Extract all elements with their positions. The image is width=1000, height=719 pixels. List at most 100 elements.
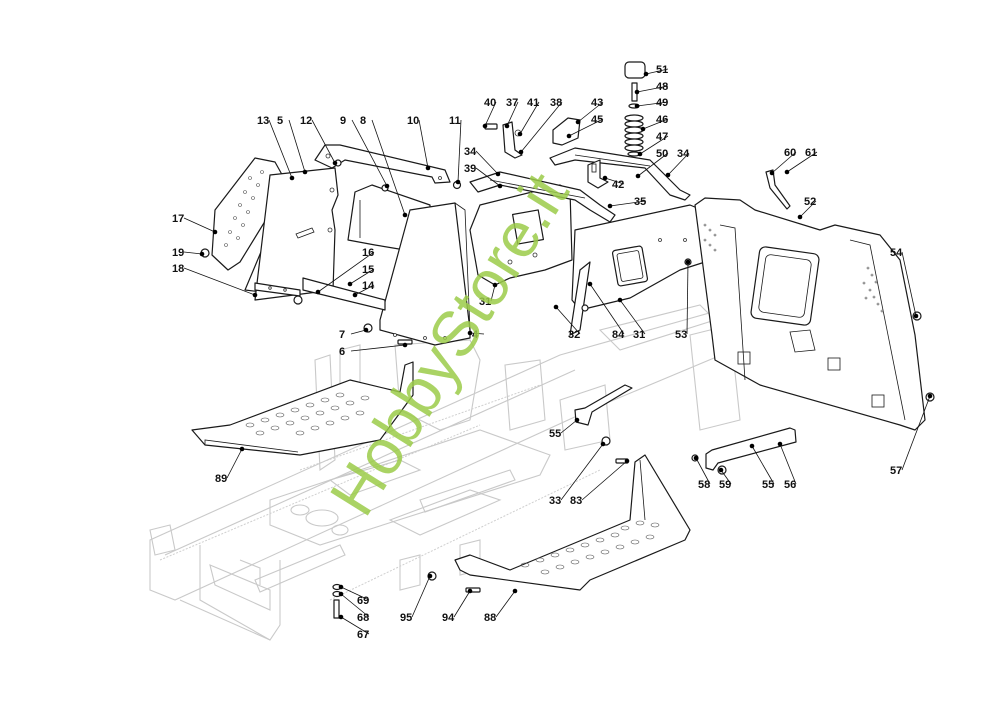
callout-label: 89 [215, 473, 227, 485]
leader-line [786, 151, 818, 173]
callout-label: 34 [464, 146, 477, 158]
anchor-dot [495, 171, 501, 177]
callout-68: 68 [338, 591, 370, 624]
anchor-dot [607, 203, 613, 209]
callout-label: 39 [464, 163, 476, 175]
anchor-dot [665, 172, 671, 178]
callout-label: 49 [656, 97, 668, 109]
callout-label: 68 [357, 612, 369, 624]
callout-label: 56 [784, 479, 796, 491]
callout-39: 39 [464, 163, 503, 189]
callout-54: 54 [890, 247, 919, 319]
callout-5: 5 [277, 115, 308, 175]
support-bracket-55-upper [574, 384, 633, 426]
callout-43: 43 [575, 97, 603, 125]
callout-12: 12 [300, 115, 338, 166]
callout-15: 15 [347, 264, 375, 287]
anchor-dot [338, 584, 344, 590]
leader-line [475, 150, 499, 175]
callout-59: 59 [718, 467, 732, 491]
anchor-dot [587, 281, 593, 287]
callout-35: 35 [607, 196, 646, 209]
support-bracket-55-lower [705, 427, 797, 471]
callout-label: 38 [550, 97, 562, 109]
leader-line [779, 443, 797, 485]
leader-line [351, 119, 388, 187]
callout-13: 13 [257, 115, 295, 181]
callout-label: 9 [340, 115, 346, 127]
callout-7: 7 [339, 327, 369, 341]
callout-label: 32 [568, 329, 580, 341]
callout-61: 61 [784, 147, 818, 175]
rear-panel-52 [694, 197, 926, 431]
callout-41: 41 [517, 97, 540, 137]
callout-label: 53 [675, 329, 687, 341]
callout-label: 34 [677, 148, 690, 160]
leader-line [686, 261, 689, 335]
leader-line [581, 460, 628, 501]
callout-14: 14 [352, 280, 375, 298]
callout-label: 51 [656, 64, 668, 76]
anchor-dot [427, 573, 433, 579]
anchor-dot [239, 446, 245, 452]
callout-57: 57 [890, 393, 933, 477]
callout-label: 31 [479, 296, 491, 308]
callout-31: 31 [617, 297, 646, 341]
callout-label: 4 [472, 329, 479, 341]
callout-50: 50 [635, 148, 668, 179]
callout-label: 59 [719, 479, 731, 491]
callout-32: 32 [553, 304, 581, 341]
callout-label: 45 [591, 114, 603, 126]
leader-line [183, 217, 216, 233]
callout-18: 18 [172, 263, 258, 298]
anchor-dot [685, 259, 691, 265]
side-plate-31-right [569, 204, 706, 336]
callout-42: 42 [602, 175, 624, 191]
leader-line [183, 251, 203, 255]
callout-89: 89 [215, 446, 245, 485]
callout-label: 55 [549, 428, 561, 440]
callout-88: 88 [484, 588, 518, 624]
leader-line [288, 119, 306, 173]
leader-line [475, 167, 501, 187]
callout-16: 16 [315, 247, 374, 295]
anchor-dot [640, 126, 646, 132]
leader-line [340, 616, 370, 635]
leader-line [589, 283, 625, 335]
callout-label: 5 [277, 115, 283, 127]
leader-line [354, 284, 375, 296]
leader-line [418, 119, 429, 169]
leader-line [636, 101, 669, 107]
callout-label: 6 [339, 346, 345, 358]
leader-line [349, 268, 375, 285]
callout-6: 6 [339, 342, 408, 358]
anchor-dot [332, 160, 338, 166]
anchor-dot [517, 131, 523, 137]
anchor-dot [718, 467, 724, 473]
leader-line [340, 586, 370, 601]
callout-55: 55 [549, 417, 580, 440]
anchor-dot [402, 342, 408, 348]
leader-line [495, 590, 516, 618]
leader-line [645, 68, 669, 75]
anchor-dot [634, 103, 640, 109]
anchor-dot [784, 169, 790, 175]
callout-label: 95 [400, 612, 412, 624]
leader-line [350, 344, 406, 352]
leader-line [560, 443, 604, 501]
callout-55: 55 [749, 443, 775, 491]
callout-label: 61 [805, 147, 817, 159]
callout-8: 8 [360, 115, 408, 218]
leader-line [799, 200, 817, 218]
leader-line [453, 590, 471, 618]
callout-label: 31 [633, 329, 645, 341]
callout-67: 67 [338, 614, 370, 641]
leader-line [506, 101, 519, 127]
clamp-43 [552, 117, 581, 146]
callout-31: 31 [479, 282, 498, 308]
anchor-dot [797, 214, 803, 220]
callout-label: 88 [484, 612, 496, 624]
callout-label: 69 [357, 595, 369, 607]
leader-line [771, 151, 797, 174]
